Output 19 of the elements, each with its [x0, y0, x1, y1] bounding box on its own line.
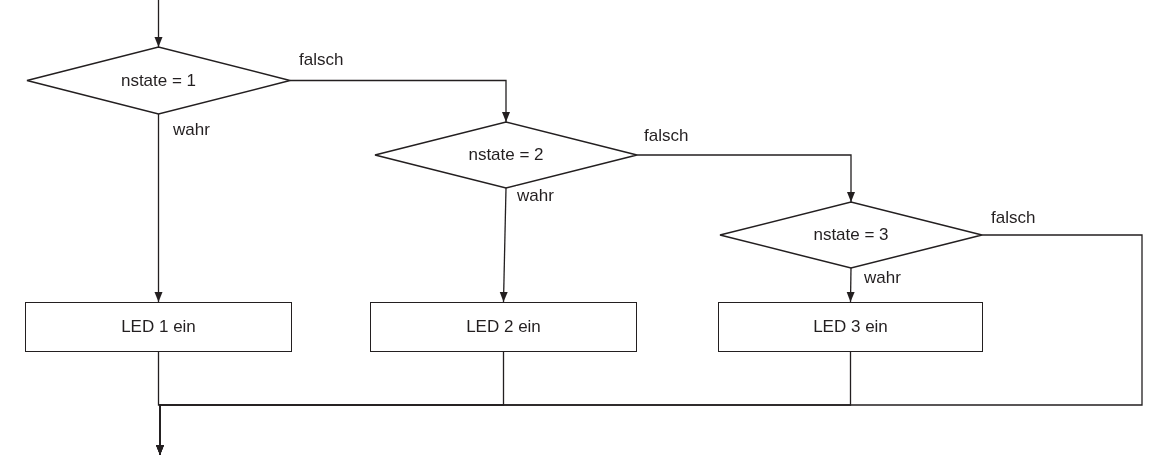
decision-diamond	[27, 47, 290, 114]
arrow	[636, 154, 855, 203]
arrow	[156, 351, 852, 456]
node-label: nstate = 1	[120, 70, 197, 91]
decision-diamond	[375, 122, 637, 188]
arrow	[846, 267, 855, 303]
arrow	[154, 0, 163, 48]
node-label: LED 2 ein	[466, 317, 541, 337]
node-label: nstate = 3	[813, 225, 889, 245]
process-box	[718, 302, 983, 352]
node-label: LED 1 ein	[121, 317, 196, 337]
arrow	[499, 187, 508, 303]
node-label: LED 3 ein	[813, 317, 888, 337]
decision-diamond	[720, 202, 982, 268]
arrow	[289, 79, 510, 123]
arrow	[154, 113, 163, 303]
node-label: nstate = 2	[468, 145, 544, 165]
process-box	[25, 302, 292, 352]
process-box	[370, 302, 637, 352]
